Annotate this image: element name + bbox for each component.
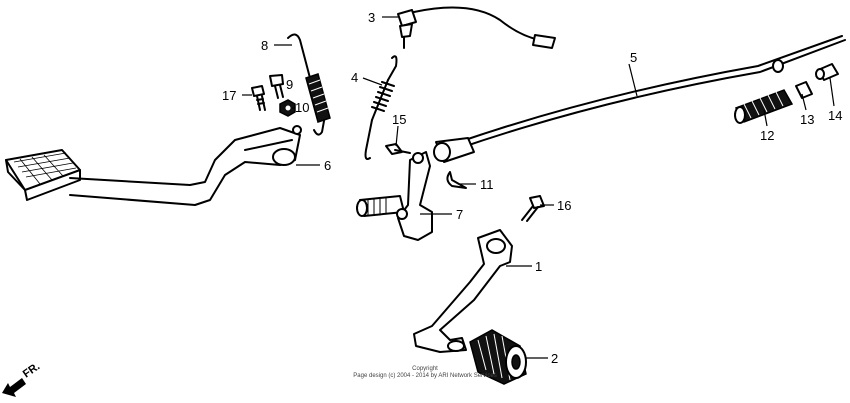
callout-8: 8 — [261, 38, 268, 53]
callout-3: 3 — [368, 10, 375, 25]
callout-6: 6 — [324, 158, 331, 173]
bolt-9[interactable] — [269, 74, 284, 99]
callout-17: 17 — [222, 88, 236, 103]
copyright-line-2: Page design (c) 2004 - 2014 by ARI Netwo… — [353, 373, 497, 379]
front-direction-indicator: FR. — [2, 360, 42, 397]
return-spring-8[interactable] — [287, 33, 331, 136]
callout-5: 5 — [630, 50, 637, 65]
callout-7: 7 — [456, 207, 463, 222]
switch-spring-4[interactable] — [364, 55, 398, 160]
callout-13: 13 — [800, 112, 814, 127]
cotter-pin-11[interactable] — [446, 171, 467, 189]
copyright-line-1: Copyright — [412, 366, 438, 372]
adjusting-nut-14[interactable] — [815, 63, 839, 81]
brake-pedal[interactable] — [5, 125, 302, 206]
leader-lines — [242, 16, 835, 359]
bolt-16[interactable] — [521, 195, 545, 222]
callout-12: 12 — [760, 128, 774, 143]
nut-10[interactable] — [279, 99, 296, 117]
copyright-notice: Copyright Page design (c) 2004 - 2014 by… — [300, 366, 550, 380]
callout-14: 14 — [828, 108, 842, 123]
spring-12[interactable] — [734, 89, 794, 124]
callout-16: 16 — [557, 198, 571, 213]
callout-11: 11 — [480, 177, 494, 192]
direction-label: FR. — [21, 360, 42, 380]
callout-10: 10 — [295, 100, 309, 115]
callout-1: 1 — [535, 259, 542, 274]
callout-labels: 3 8 4 5 17 9 10 6 15 11 7 16 12 13 14 1 … — [222, 10, 842, 366]
clevis-pin-15[interactable] — [385, 143, 411, 155]
callout-4: 4 — [351, 70, 358, 85]
grip-2[interactable] — [469, 329, 527, 385]
arm-1[interactable] — [413, 229, 513, 353]
callout-2: 2 — [551, 351, 558, 366]
collar-13[interactable] — [795, 81, 813, 99]
brake-arm-7[interactable] — [356, 151, 433, 241]
bolt-17[interactable] — [251, 85, 266, 111]
brake-light-switch-3[interactable] — [397, 6, 556, 49]
callout-9: 9 — [286, 77, 293, 92]
brake-rod-5[interactable] — [433, 35, 846, 163]
callout-15: 15 — [392, 112, 406, 127]
direction-arrow-icon — [2, 378, 26, 397]
